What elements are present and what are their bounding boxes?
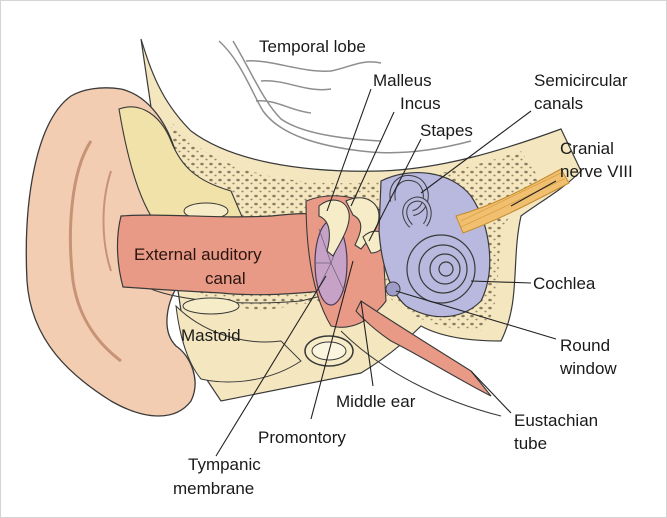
label-stapes: Stapes <box>420 121 473 140</box>
round-window-spot <box>386 282 400 296</box>
label-external-canal-line2: canal <box>205 269 246 288</box>
label-round-window-line2: window <box>559 359 617 378</box>
label-cranial-line2: nerve VIII <box>560 162 633 181</box>
label-middle-ear: Middle ear <box>336 392 416 411</box>
label-tympanic-line2: membrane <box>173 479 254 498</box>
label-semicircular-line1: Semicircular <box>534 71 628 90</box>
leader-eustachian <box>471 371 511 413</box>
label-round-window-line1: Round <box>560 336 610 355</box>
label-malleus: Malleus <box>373 71 432 90</box>
label-cochlea: Cochlea <box>533 274 596 293</box>
label-mastoid: Mastoid <box>181 326 241 345</box>
label-eustachian-line2: tube <box>514 434 547 453</box>
label-semicircular-line2: canals <box>534 94 583 113</box>
mastoid-nodule <box>183 298 239 314</box>
label-cranial-line1: Cranial <box>560 139 614 158</box>
label-incus: Incus <box>400 94 441 113</box>
label-external-canal-line1: External auditory <box>134 245 262 264</box>
label-tympanic-line1: Tympanic <box>188 455 261 474</box>
label-promontory: Promontory <box>258 428 346 447</box>
label-eustachian-line1: Eustachian <box>514 411 598 430</box>
label-temporal-lobe: Temporal lobe <box>259 37 366 56</box>
